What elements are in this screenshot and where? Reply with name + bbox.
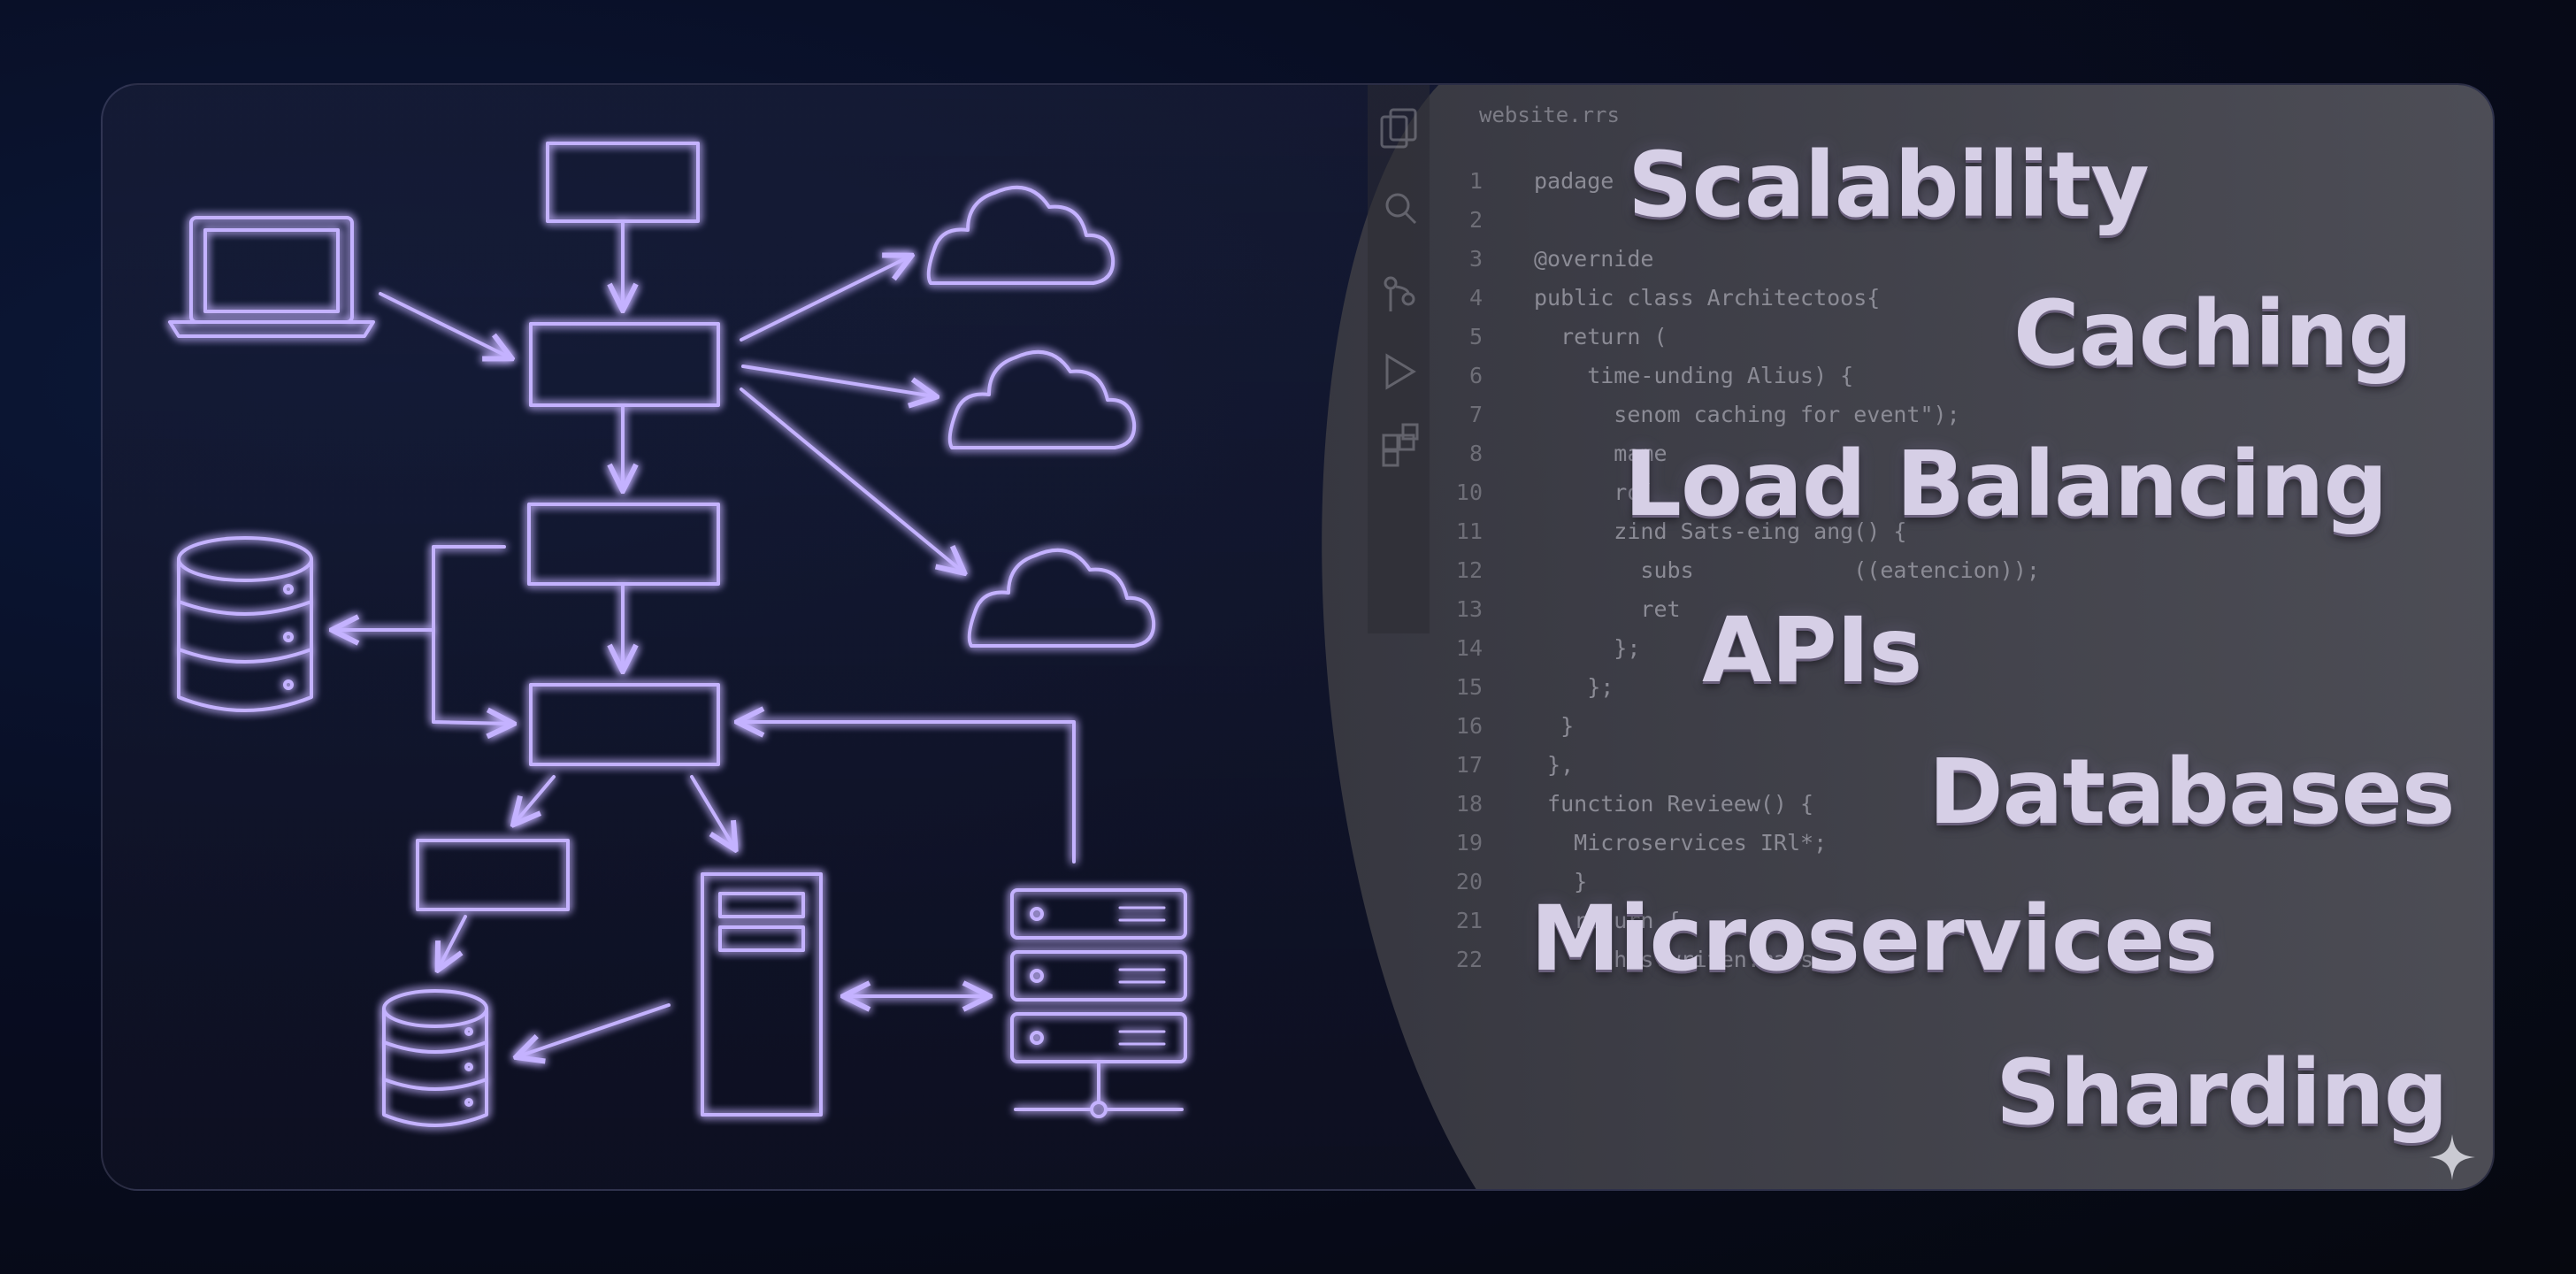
connector-arrows bbox=[334, 221, 1076, 1056]
topic-load-balancing: Load Balancing bbox=[1624, 432, 2388, 537]
line-number: 22 bbox=[1455, 947, 1483, 972]
box-lower bbox=[529, 683, 720, 766]
code-text: zind Sats-eing ang() { bbox=[1534, 518, 1907, 544]
cloud-icon-2 bbox=[947, 349, 1137, 449]
code-line: 10 ro( bbox=[1430, 480, 1654, 515]
code-text: } bbox=[1534, 713, 1575, 739]
code-text: public class Architectoos{ bbox=[1534, 285, 1881, 311]
line-number: 14 bbox=[1455, 635, 1483, 661]
box-middle bbox=[527, 503, 720, 586]
topic-sharding: Sharding bbox=[1996, 1040, 2449, 1146]
line-number: 15 bbox=[1455, 674, 1483, 700]
code-line: 1 padage bbox=[1430, 168, 1614, 203]
code-line: 20 } bbox=[1430, 869, 1587, 904]
server-tower-icon bbox=[701, 872, 823, 1117]
code-text: Microservices IRl*; bbox=[1534, 830, 1828, 856]
code-text: subs ((eatencion)); bbox=[1534, 557, 2040, 583]
code-text: ro( bbox=[1534, 480, 1654, 505]
box-left-small bbox=[416, 839, 570, 911]
database-icon-left bbox=[177, 536, 313, 712]
code-text: } bbox=[1534, 869, 1588, 894]
code-text: time-unding Alius) { bbox=[1534, 363, 1854, 388]
code-line: 4 public class Architectoos{ bbox=[1430, 285, 1880, 320]
code-text: return { bbox=[1534, 908, 1681, 933]
code-text: function Revieew() { bbox=[1534, 791, 1814, 817]
code-line: 15 }; bbox=[1430, 674, 1614, 710]
database-icon-bottom bbox=[382, 989, 488, 1127]
line-number: 7 bbox=[1468, 402, 1483, 427]
code-line: 16 } bbox=[1430, 713, 1574, 748]
code-line: 17 }, bbox=[1430, 752, 1574, 787]
cloud-icon-3 bbox=[967, 548, 1156, 648]
code-text: ret bbox=[1534, 596, 1681, 622]
topic-microservices: Microservices bbox=[1530, 886, 2218, 992]
line-number: 21 bbox=[1455, 908, 1483, 933]
code-line: 3 @overnide bbox=[1430, 246, 1654, 281]
topic-databases: Databases bbox=[1928, 740, 2456, 845]
code-line: 22 thistwriten.mars bbox=[1430, 947, 1813, 982]
topic-caching: Caching bbox=[2013, 281, 2412, 387]
sparkle-icon bbox=[2429, 1134, 2475, 1180]
line-number: 17 bbox=[1455, 752, 1483, 778]
server-rack-icon bbox=[1010, 888, 1187, 1118]
main-panel: website.rrs 1 padage 2 3 @overnide 4 public cl… bbox=[101, 83, 2495, 1191]
code-text: return ( bbox=[1534, 324, 1668, 349]
code-text: @overnide bbox=[1534, 246, 1654, 272]
editor-tab[interactable]: website.rrs bbox=[1479, 103, 1620, 127]
code-text: mame bbox=[1534, 441, 1668, 466]
line-number: 18 bbox=[1455, 791, 1483, 817]
code-line: 21 return { bbox=[1430, 908, 1681, 943]
code-line: 11 zind Sats-eing ang() { bbox=[1430, 518, 1907, 554]
code-line: 8 mame bbox=[1430, 441, 1668, 476]
line-number: 12 bbox=[1455, 557, 1483, 583]
code-line: 5 return ( bbox=[1430, 324, 1668, 359]
code-line: 2 bbox=[1430, 207, 1534, 242]
line-number: 11 bbox=[1455, 518, 1483, 544]
line-number: 20 bbox=[1455, 869, 1483, 894]
line-number: 2 bbox=[1468, 207, 1483, 233]
code-text: }; bbox=[1534, 674, 1614, 700]
code-editor: website.rrs 1 padage 2 3 @overnide 4 public cl… bbox=[1430, 85, 2491, 1189]
code-line: 14 }; bbox=[1430, 635, 1641, 671]
line-number: 1 bbox=[1468, 168, 1483, 194]
line-number: 4 bbox=[1468, 285, 1483, 311]
laptop-icon bbox=[168, 216, 375, 338]
code-text: thistwriten.mars bbox=[1534, 947, 1814, 972]
architecture-diagram bbox=[168, 142, 1187, 1127]
line-number: 3 bbox=[1468, 246, 1483, 272]
line-number: 6 bbox=[1468, 363, 1483, 388]
box-top bbox=[546, 142, 700, 223]
code-line: 19 Microservices IRl*; bbox=[1430, 830, 1827, 865]
line-number: 13 bbox=[1455, 596, 1483, 622]
code-text: }; bbox=[1534, 635, 1641, 661]
box-main bbox=[529, 322, 720, 407]
line-number: 8 bbox=[1468, 441, 1483, 466]
code-text: padage bbox=[1534, 168, 1614, 194]
code-line: 18 function Revieew() { bbox=[1430, 791, 1813, 826]
code-text: }, bbox=[1534, 752, 1575, 778]
code-line: 12 subs ((eatencion)); bbox=[1430, 557, 2040, 593]
code-text: senom caching for event"); bbox=[1534, 402, 1960, 427]
code-line: 7 senom caching for event"); bbox=[1430, 402, 1960, 437]
topic-apis: APIs bbox=[1702, 598, 1922, 703]
code-line: 6 time-unding Alius) { bbox=[1430, 363, 1853, 398]
code-line: 13 ret bbox=[1430, 596, 1681, 632]
line-number: 19 bbox=[1455, 830, 1483, 856]
topic-scalability: Scalability bbox=[1628, 133, 2150, 238]
line-number: 16 bbox=[1455, 713, 1483, 739]
cloud-icon-1 bbox=[926, 185, 1116, 285]
line-number: 5 bbox=[1468, 324, 1483, 349]
line-number: 10 bbox=[1455, 480, 1483, 505]
